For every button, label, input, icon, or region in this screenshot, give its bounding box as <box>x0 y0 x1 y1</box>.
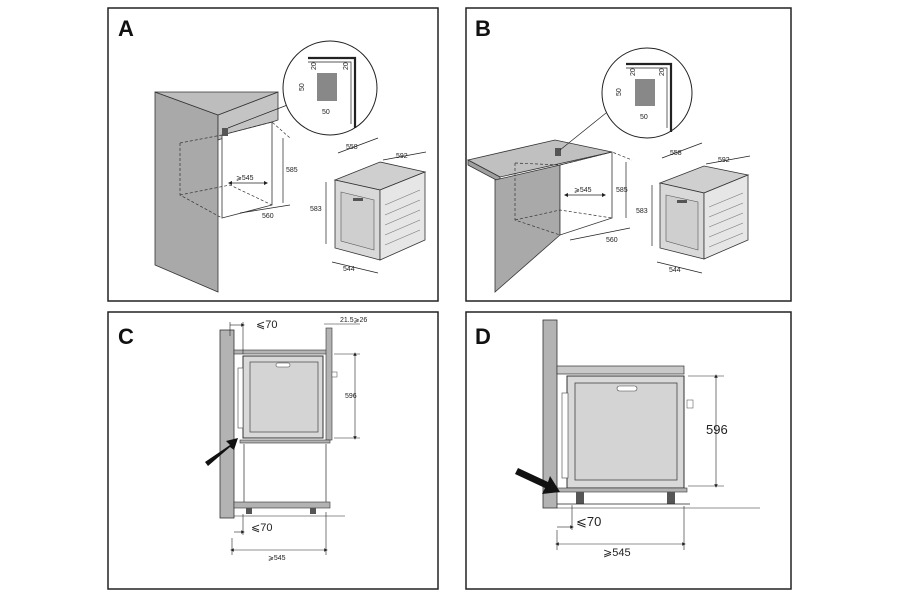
detail-side-label: 50 <box>616 88 623 96</box>
oven-unit <box>333 161 427 261</box>
detail-top-b-label: 20 <box>659 68 666 76</box>
panel-b: B 585 ⩾545 560 20 20 50 50 <box>465 7 792 302</box>
gap-bottom-label: ⩽70 <box>576 514 601 529</box>
panel-d-letter: D <box>475 324 491 349</box>
detail-side-label: 50 <box>299 83 306 91</box>
cabinet-width-min-label: ⩾545 <box>574 187 592 194</box>
worktop <box>556 365 685 375</box>
tall-cabinet <box>154 91 291 293</box>
panel-a: A 585 ⩾545 560 20 20 <box>107 7 439 302</box>
panel-a-letter: A <box>118 16 134 41</box>
width-min-label: ⩾545 <box>603 547 631 559</box>
oven-depth-label: 558 <box>346 144 358 151</box>
oven-height-label: 583 <box>636 208 648 215</box>
cabinet-depth-label: 585 <box>286 167 298 174</box>
gap-top-label: ⩽70 <box>256 319 277 331</box>
oven-height-label: 596 <box>345 393 357 400</box>
detail-bottom-label: 50 <box>640 114 648 121</box>
oven-front-label: 544 <box>343 266 355 273</box>
vent-cutout <box>222 128 228 136</box>
detail-top-a-label: 20 <box>311 62 318 70</box>
cabinet-width-label: 560 <box>606 237 618 244</box>
oven-height-label: 596 <box>706 422 728 437</box>
panel-c: C ⩽70 21.5⩾26 596 <box>107 311 439 590</box>
oven-handle <box>616 385 638 392</box>
panel-c-frame <box>107 311 439 590</box>
panel-d: D 596 ⩽70 ⩾545 <box>465 311 792 590</box>
panel-b-letter: B <box>475 16 491 41</box>
oven-front-label: 544 <box>669 267 681 274</box>
cabinet-depth-label: 585 <box>616 187 628 194</box>
cabinet-width-min-label: ⩾545 <box>236 175 254 182</box>
oven-unit <box>237 355 338 439</box>
cabinet-width-label: 560 <box>262 213 274 220</box>
oven-height-label: 583 <box>310 206 322 213</box>
vent-detail-callout: 20 20 50 50 <box>227 40 378 136</box>
panel-c-letter: C <box>118 324 134 349</box>
gap-bottom-label: ⩽70 <box>251 522 272 534</box>
gap-side-label: 21.5⩾26 <box>340 317 367 324</box>
detail-top-b-label: 20 <box>343 62 350 70</box>
oven-width-label: 592 <box>718 157 730 164</box>
oven-unit <box>561 375 694 489</box>
oven-depth-label: 558 <box>670 150 682 157</box>
side-wall <box>219 329 235 519</box>
side-wall <box>542 319 558 509</box>
oven-unit <box>658 165 750 260</box>
vent-detail-callout: 20 20 50 50 <box>559 47 693 151</box>
oven-handle <box>275 362 291 368</box>
oven-width-label: 592 <box>396 153 408 160</box>
vent-cutout <box>555 148 561 156</box>
detail-top-a-label: 20 <box>630 68 637 76</box>
width-min-label: ⩾545 <box>268 555 286 562</box>
arrow-indicator <box>515 468 560 494</box>
arrow-indicator <box>205 438 238 466</box>
detail-bottom-label: 50 <box>322 109 330 116</box>
